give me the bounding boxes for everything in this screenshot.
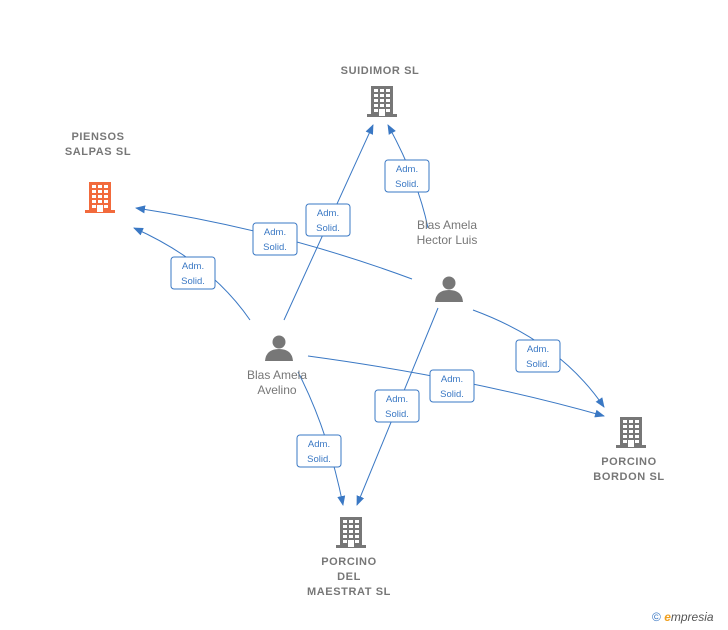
edge-blas_hector-to-suidimor: Adm. Solid. <box>384 124 430 229</box>
edge-blas_avelino-to-piensos: Adm. Solid. <box>133 227 251 321</box>
person-name-line: Hector Luis <box>417 233 478 247</box>
edge-label-text: Solid. <box>526 359 550 370</box>
edge-blas_hector-to-piensos: Adm. Solid. <box>135 205 413 280</box>
edges-layer: Adm. Solid. Adm. Solid. Adm. Solid. Adm. Solid.… <box>133 124 605 506</box>
edge-label-text: Solid. <box>385 409 409 420</box>
edge-label-box[interactable] <box>296 434 342 468</box>
company-name-line: PIENSOS <box>71 131 124 143</box>
edge-label-text: Adm. <box>527 344 549 355</box>
company-name-line: PORCINO <box>601 456 657 468</box>
building-icon[interactable] <box>85 182 115 213</box>
edge-label-text: Adm. <box>386 394 408 405</box>
edge-label-box[interactable] <box>515 339 561 373</box>
node-porcino_bordon[interactable]: PORCINO BORDON SL <box>593 417 664 483</box>
edge-label-box[interactable] <box>170 256 216 290</box>
company-name-line: DEL <box>337 571 361 583</box>
empresia-watermark: © empresia <box>652 610 714 624</box>
nodes-layer: SUIDIMOR SL PIENSOS SALPAS SL PORCINO BORDON… <box>65 65 664 598</box>
company-name-line: MAESTRAT SL <box>307 586 391 598</box>
edge-label-box[interactable] <box>429 369 475 403</box>
person-icon[interactable] <box>435 276 463 303</box>
edge-blas_hector-to-porcino_bordon: Adm. Solid. <box>472 309 605 408</box>
person-name-line: Avelino <box>257 383 296 397</box>
edge-label-box[interactable] <box>252 222 298 256</box>
edge-label-text: Solid. <box>440 389 464 400</box>
edge-label-text: Solid. <box>263 242 287 253</box>
edge-label-box[interactable] <box>374 389 420 423</box>
edge-blas_avelino-to-porcino_maestrat: Adm. Solid. <box>296 371 346 506</box>
edge-label-text: Solid. <box>395 179 419 190</box>
node-suidimor[interactable]: SUIDIMOR SL <box>341 65 420 117</box>
edge-label-box[interactable] <box>305 203 351 237</box>
edge-blas_hector-to-porcino_maestrat: Adm. Solid. <box>356 307 439 506</box>
edge-blas_avelino-to-suidimor: Adm. Solid. <box>283 124 374 321</box>
edge-label-text: Adm. <box>441 374 463 385</box>
node-porcino_maestrat[interactable]: PORCINO DEL MAESTRAT SL <box>307 517 391 598</box>
company-name-line: SALPAS SL <box>65 146 131 158</box>
copyright-symbol: © <box>652 610 661 624</box>
brand-name: mpresia <box>670 610 714 624</box>
edge-label-text: Solid. <box>181 276 205 287</box>
node-piensos[interactable]: PIENSOS SALPAS SL <box>65 131 131 213</box>
edge-label-text: Adm. <box>264 227 286 238</box>
edge-label-box[interactable] <box>384 159 430 193</box>
person-name-line: Blas Amela <box>417 218 477 232</box>
edge-blas_avelino-to-porcino_bordon: Adm. Solid. <box>307 355 605 418</box>
edge-line <box>297 371 346 506</box>
person-icon[interactable] <box>265 335 293 362</box>
edge-label-text: Adm. <box>317 208 339 219</box>
company-name-line: BORDON SL <box>593 471 664 483</box>
building-icon[interactable] <box>616 417 646 448</box>
person-name-line: Blas Amela <box>247 368 307 382</box>
edge-label-text: Adm. <box>308 439 330 450</box>
brand-initial: e <box>664 610 671 624</box>
edge-label-text: Solid. <box>307 454 331 465</box>
edge-label-text: Adm. <box>182 261 204 272</box>
edge-label-text: Solid. <box>316 223 340 234</box>
building-icon[interactable] <box>336 517 366 548</box>
company-name-line: SUIDIMOR SL <box>341 65 420 77</box>
company-name-line: PORCINO <box>321 556 377 568</box>
building-icon[interactable] <box>367 86 397 117</box>
edge-label-text: Adm. <box>396 164 418 175</box>
